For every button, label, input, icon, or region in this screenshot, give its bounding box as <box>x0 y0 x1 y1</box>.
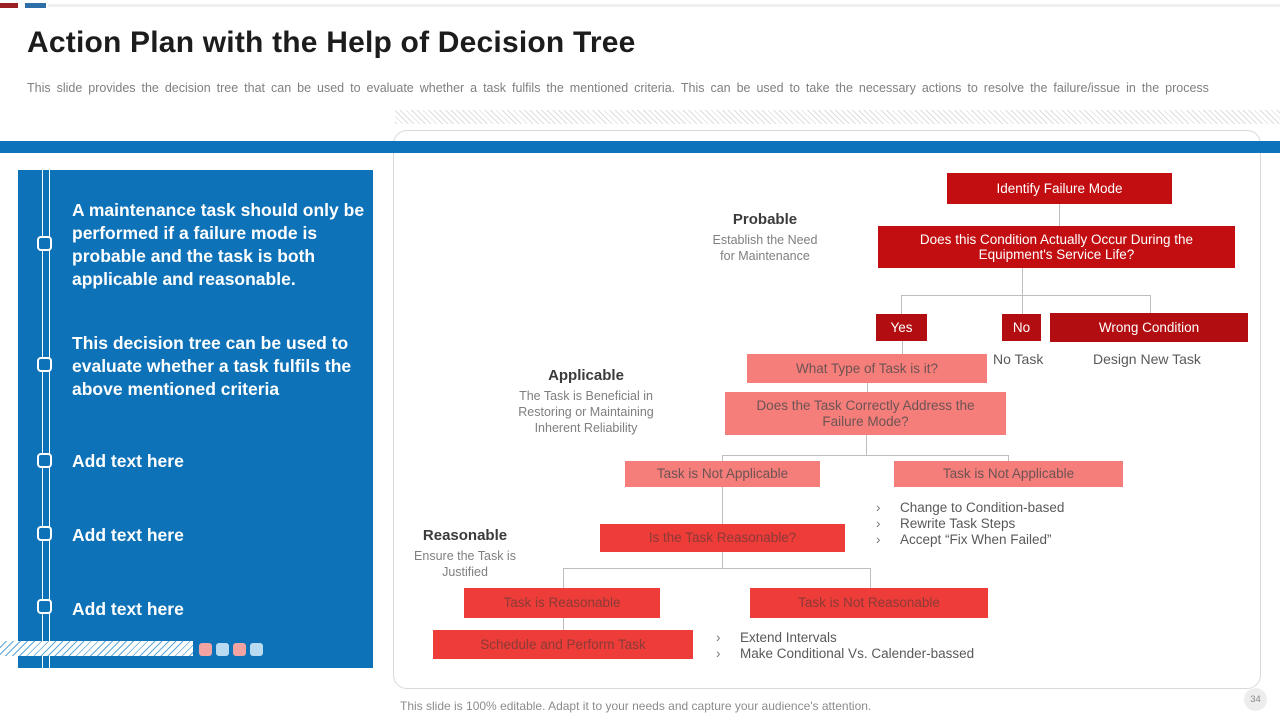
connector <box>563 568 564 589</box>
node-yes: Yes <box>876 314 927 341</box>
node-condition-occur: Does this Condition Actually Occur Durin… <box>878 226 1235 268</box>
actions-not-reasonable-list: › Extend Intervals › Make Conditional Vs. … <box>716 630 1016 662</box>
list-item: › Extend Intervals <box>716 630 1016 646</box>
list-item-text: Change to Condition-based <box>900 500 1065 515</box>
progress-stripe <box>0 641 193 656</box>
progress-square-blue <box>250 643 263 656</box>
node-wrong-condition: Wrong Condition <box>1050 313 1248 342</box>
sidebar-item-placeholder: Add text here <box>72 599 184 619</box>
connector <box>1059 204 1060 226</box>
sidebar-bullet-marker <box>37 453 52 468</box>
list-item: › Rewrite Task Steps <box>876 516 1136 532</box>
sidebar-item: This decision tree can be used to evalua… <box>72 333 352 399</box>
node-is-task-reasonable: Is the Task Reasonable? <box>600 524 845 552</box>
list-item-text: Rewrite Task Steps <box>900 516 1016 531</box>
stage-title: Applicable <box>548 367 624 384</box>
connector <box>722 455 723 462</box>
connector <box>722 455 1008 456</box>
page-number-badge: 34 <box>1244 688 1267 711</box>
list-item: › Change to Condition-based <box>876 500 1136 516</box>
sidebar-bullet-marker <box>37 599 52 614</box>
stage-title: Reasonable <box>422 527 508 544</box>
sidebar-item-placeholder: Add text here <box>72 451 184 471</box>
connector <box>1022 268 1023 296</box>
chevron-bullet-icon: › <box>876 516 881 531</box>
node-task-not-applicable-right: Task is Not Applicable <box>894 461 1123 487</box>
progress-square-pink <box>233 643 246 656</box>
sidebar-bullet-marker <box>37 526 52 541</box>
sidebar-bullet-marker <box>37 236 52 251</box>
footer-note: This slide is 100% editable. Adapt it to… <box>400 699 872 713</box>
node-task-reasonable: Task is Reasonable <box>464 588 660 618</box>
connector <box>902 341 903 354</box>
sidebar-track-line <box>49 170 50 668</box>
logo-red-dash <box>0 3 18 8</box>
connector <box>722 487 723 524</box>
sidebar-item: A maintenance task should only be perfor… <box>72 200 365 289</box>
chevron-bullet-icon: › <box>716 630 721 645</box>
node-what-type: What Type of Task is it? <box>747 354 987 383</box>
sidebar-bullet-marker <box>37 357 52 372</box>
hatch-strip <box>395 110 1280 124</box>
list-item: › Make Conditional Vs. Calender-bassed <box>716 646 1016 662</box>
connector <box>867 383 868 392</box>
node-no: No <box>1002 314 1041 341</box>
page-subtitle: This slide provides the decision tree th… <box>27 81 1209 95</box>
connector <box>870 568 871 589</box>
connector <box>1022 295 1023 314</box>
progress-square-pink <box>199 643 212 656</box>
chevron-bullet-icon: › <box>876 532 881 547</box>
stage-reasonable: Reasonable Ensure the Task is Justified <box>410 527 520 580</box>
page-title: Action Plan with the Help of Decision Tr… <box>27 26 636 59</box>
connector <box>563 618 564 631</box>
stage-subtitle: Establish the Need for Maintenance <box>712 233 818 263</box>
label-design-new-task: Design New Task <box>1093 351 1201 367</box>
list-item-text: Make Conditional Vs. Calender-bassed <box>740 646 975 661</box>
stage-subtitle: The Task is Beneficial in Restoring or M… <box>518 389 654 435</box>
connector <box>563 568 870 569</box>
node-identify-failure-mode: Identify Failure Mode <box>947 173 1172 204</box>
logo-blue-dash <box>25 3 46 8</box>
sidebar-track-line <box>42 170 43 668</box>
stage-subtitle: Ensure the Task is Justified <box>414 549 516 579</box>
list-item-text: Accept “Fix When Failed” <box>900 532 1052 547</box>
connector <box>901 295 1150 296</box>
sidebar-panel <box>18 170 373 668</box>
accent-band <box>0 141 1280 153</box>
top-divider <box>48 4 1280 7</box>
node-address-failure: Does the Task Correctly Address the Fail… <box>725 392 1006 435</box>
actions-not-applicable-list: › Change to Condition-based › Rewrite Task… <box>876 500 1136 548</box>
stage-probable: Probable Establish the Need for Maintena… <box>705 211 825 264</box>
list-item: › Accept “Fix When Failed” <box>876 532 1136 548</box>
node-task-not-reasonable: Task is Not Reasonable <box>750 588 988 618</box>
node-schedule-perform: Schedule and Perform Task <box>433 630 693 659</box>
sidebar-item-placeholder: Add text here <box>72 525 184 545</box>
list-item-text: Extend Intervals <box>740 630 837 645</box>
connector <box>866 435 867 456</box>
connector <box>722 552 723 568</box>
connector <box>1008 455 1009 462</box>
chevron-bullet-icon: › <box>716 646 721 661</box>
connector <box>1150 295 1151 313</box>
node-task-not-applicable-left: Task is Not Applicable <box>625 461 820 487</box>
stage-applicable: Applicable The Task is Beneficial in Res… <box>508 367 664 436</box>
connector <box>901 295 902 314</box>
label-no-task: No Task <box>993 351 1044 367</box>
chevron-bullet-icon: › <box>876 500 881 515</box>
stage-title: Probable <box>732 211 798 228</box>
progress-square-blue <box>216 643 229 656</box>
